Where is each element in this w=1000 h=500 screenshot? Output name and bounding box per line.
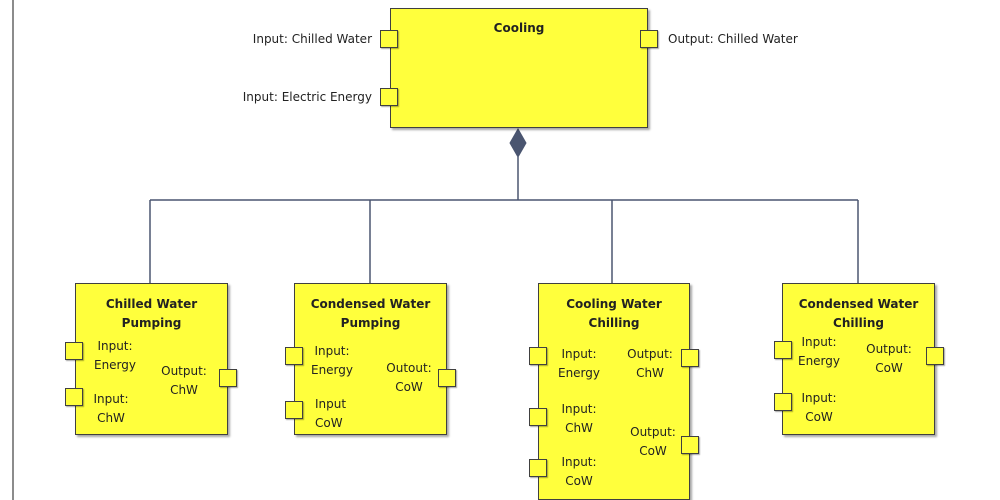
chilled-water-pumping-input-energy-label: Input: Energy [93, 339, 136, 372]
condensed-water-pumping-title: Condensed Water Pumping [310, 297, 431, 330]
input-chilled-water-label: Input: Chilled Water [252, 32, 372, 46]
chilled-water-pumping-output-chw-label: Output: ChW [161, 364, 207, 397]
condensed-water-chilling-title: Condensed Water Chilling [798, 297, 919, 330]
condensed-water-chilling-block[interactable]: Condensed Water Chilling [782, 283, 935, 435]
condensed-water-chilling-input-energy-port[interactable] [774, 341, 792, 359]
cooling-water-chilling-input-energy-label: Input: Energy [557, 347, 600, 380]
condensed-water-pumping-input-energy-port[interactable] [285, 347, 303, 365]
cooling-water-chilling-output-chw-label: Output: ChW [627, 347, 673, 380]
cooling-water-chilling-input-chw-label: Input: ChW [561, 402, 597, 435]
chilled-water-pumping-block[interactable]: Chilled Water Pumping [75, 283, 228, 435]
condensed-water-chilling-input-cow-label: Input: CoW [801, 391, 837, 424]
condensed-water-chilling-output-cow-label: Output: CoW [866, 342, 912, 375]
cooling-water-chilling-input-cow-label: Input: CoW [561, 455, 597, 488]
cooling-water-chilling-output-cow-label: Output: CoW [630, 425, 676, 458]
cooling-title: Cooling [493, 21, 545, 35]
condensed-water-pumping-input-cow-port[interactable] [285, 401, 303, 419]
input-electric-energy-label: Input: Electric Energy [242, 90, 372, 104]
condensed-water-pumping-output-cow-label: Outout: CoW [386, 361, 432, 394]
condensed-water-pumping-input-energy-label: Input: Energy [310, 344, 353, 377]
frame-border-line [12, 0, 14, 500]
output-chilled-water-port[interactable] [640, 30, 658, 48]
condensed-water-chilling-input-cow-port[interactable] [774, 393, 792, 411]
condensed-water-chilling-output-cow-port[interactable] [926, 347, 944, 365]
output-chilled-water-label: Output: Chilled Water [668, 32, 798, 46]
cooling-water-chilling-input-chw-port[interactable] [529, 408, 547, 426]
chilled-water-pumping-input-chw-port[interactable] [65, 388, 83, 406]
condensed-water-chilling-input-energy-label: Input: Energy [797, 335, 840, 368]
cooling-water-chilling-title: Cooling Water Chilling [566, 297, 662, 330]
cooling-water-chilling-block[interactable]: Cooling Water Chilling [538, 283, 690, 500]
condensed-water-pumping-block[interactable]: Condensed Water Pumping [294, 283, 447, 435]
chilled-water-pumping-input-chw-label: Input: ChW [93, 392, 129, 425]
cooling-water-chilling-input-energy-port[interactable] [529, 347, 547, 365]
chilled-water-pumping-output-chw-port[interactable] [219, 369, 237, 387]
cooling-water-chilling-output-chw-port[interactable] [681, 349, 699, 367]
condensed-water-pumping-output-cow-port[interactable] [438, 369, 456, 387]
cooling-block[interactable]: Cooling [390, 8, 648, 128]
cooling-water-chilling-input-cow-port[interactable] [529, 459, 547, 477]
diamond-icon [509, 127, 527, 159]
chilled-water-pumping-title: Chilled Water Pumping [105, 297, 198, 330]
input-electric-energy-port[interactable] [380, 88, 398, 106]
cooling-water-chilling-output-cow-port[interactable] [681, 436, 699, 454]
input-chilled-water-port[interactable] [380, 30, 398, 48]
condensed-water-pumping-input-cow-label: Input CoW [315, 397, 347, 430]
chilled-water-pumping-input-energy-port[interactable] [65, 342, 83, 360]
